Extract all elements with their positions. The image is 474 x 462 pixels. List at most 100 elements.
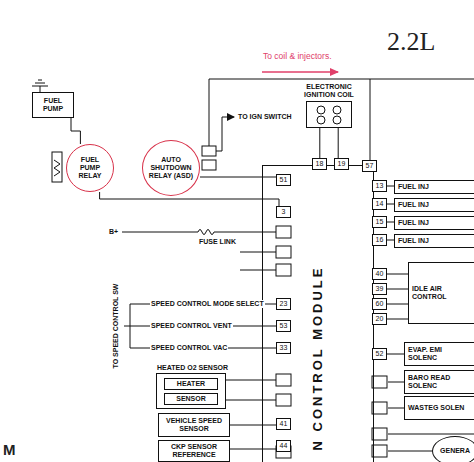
note-text: To coil & injectors. xyxy=(262,52,333,61)
wire-connector xyxy=(319,128,320,158)
pin-number: 51 xyxy=(280,176,288,184)
pin-number: 16 xyxy=(376,236,384,244)
signal-name: SPEED CONTROL VAC xyxy=(150,344,228,352)
relay-contact xyxy=(202,160,216,170)
signal-name: SPEED CONTROL MODE SELECT xyxy=(150,300,265,308)
pin-number: 57 xyxy=(366,162,374,170)
injector-box: FUEL INJ xyxy=(394,234,474,248)
pin-number: 57 xyxy=(362,160,377,172)
pin57-wire xyxy=(370,79,371,160)
relay-callout: FUEL PUMP RELAY xyxy=(66,144,114,192)
pin-number: 33 xyxy=(276,342,291,354)
pink-arrow xyxy=(262,71,338,73)
pin-number: 41 xyxy=(280,420,288,428)
solenoid-box: EVAP. EMI SOLENC xyxy=(404,342,474,366)
component-label: IDLE AIR CONTROL xyxy=(412,285,471,301)
battery-wire xyxy=(122,232,276,233)
wires xyxy=(32,79,474,451)
fuse-link xyxy=(198,230,214,235)
component-label: EVAP. EMI SOLENC xyxy=(408,346,471,362)
wire-label: TO IGN SWITCH xyxy=(237,113,293,121)
component-label: FUEL PUMP RELAY xyxy=(71,156,109,179)
pin-number: 39 xyxy=(372,283,387,295)
wire-connector xyxy=(387,204,394,205)
pin-number: 60 xyxy=(376,300,384,308)
wire-connector xyxy=(338,128,339,158)
pin-number: 41 xyxy=(276,418,291,430)
sensor-element: SENSOR xyxy=(164,393,218,405)
generator-symbol: GENERA xyxy=(432,436,474,462)
solenoid-box: WASTEG SOLEN xyxy=(404,396,474,420)
pin-number: 52 xyxy=(372,348,387,360)
sensor-box: CKP SENSOR REFERENCE xyxy=(158,440,230,462)
relay-winding xyxy=(54,160,60,176)
relay-callout: AUTO SHUTDOWN RELAY (ASD) xyxy=(142,140,200,196)
pin-number: 53 xyxy=(276,320,291,332)
wire-connector xyxy=(387,186,394,187)
pin-number: 15 xyxy=(372,216,387,228)
component-label: FUEL PUMP xyxy=(33,97,73,113)
injector-box: FUEL INJ xyxy=(394,198,474,212)
pin-number: 44 xyxy=(280,442,288,450)
pin-number: 40 xyxy=(372,268,387,280)
wire-connector xyxy=(71,118,80,144)
pin-number: 40 xyxy=(376,270,384,278)
relay-coil xyxy=(52,152,62,182)
signal-name: SPEED CONTROL VENT xyxy=(150,322,233,330)
component-label: WASTEG SOLEN xyxy=(408,404,464,412)
pin-number: 39 xyxy=(376,285,384,293)
pin-number: 23 xyxy=(276,298,291,310)
engine-label: 2.2L xyxy=(386,28,436,57)
pin-number: 16 xyxy=(372,234,387,246)
wire-label: FUSE LINK xyxy=(198,238,237,246)
pin-number: 3 xyxy=(282,208,286,216)
unlabeled-pins xyxy=(276,226,387,458)
component-label: FUEL INJ xyxy=(398,201,429,209)
pin-number: 13 xyxy=(372,180,387,192)
component-label: FUEL INJ xyxy=(398,237,429,245)
signal-name: TO SPEED CONTROL SW xyxy=(112,283,120,370)
component-label: FUEL INJ xyxy=(398,183,429,191)
ign-arrow xyxy=(222,117,234,118)
injector-box: FUEL INJ xyxy=(394,180,474,194)
pin-number: 23 xyxy=(280,300,288,308)
component-heading: ELECTRONIC IGNITION COIL xyxy=(293,83,365,99)
sensor-box: VEHICLE SPEED SENSOR xyxy=(158,413,230,437)
pin-wire xyxy=(240,252,276,270)
wire-connector xyxy=(387,240,394,241)
pin-number: 18 xyxy=(312,158,327,170)
page-letter: M xyxy=(2,442,17,459)
module-title: N CONTROL MODULE xyxy=(311,266,326,451)
component-label: SENSOR xyxy=(176,395,206,403)
wire-connector xyxy=(387,222,394,223)
component-label: VEHICLE SPEED SENSOR xyxy=(159,417,229,433)
pin-number: 14 xyxy=(376,200,384,208)
component-label: CKP SENSOR REFERENCE xyxy=(159,443,229,459)
pin-number: 52 xyxy=(376,350,384,358)
asd-tap xyxy=(209,79,210,146)
pin-number: 19 xyxy=(334,158,349,170)
wire-connector xyxy=(230,425,276,426)
component-label: HEATER xyxy=(177,380,205,388)
pin-number: 18 xyxy=(316,160,324,168)
sensor-element: HEATER xyxy=(164,378,218,390)
pin-number: 3 xyxy=(276,206,291,218)
o2-wires xyxy=(226,380,276,400)
coil-towers xyxy=(307,102,351,127)
pin-number: 53 xyxy=(280,322,288,330)
speed-control-wires xyxy=(124,304,276,348)
pin-number: 13 xyxy=(376,182,384,190)
component-label: AUTO SHUTDOWN RELAY (ASD) xyxy=(147,156,195,179)
actuator-box: IDLE AIR CONTROL xyxy=(408,262,474,324)
pin-number: 14 xyxy=(372,198,387,210)
wire-connector xyxy=(200,177,276,178)
ign-wire xyxy=(216,117,222,151)
injector-box: FUEL INJ xyxy=(394,216,474,230)
feed-wire xyxy=(209,79,474,80)
pin-number: 15 xyxy=(376,218,384,226)
pin-number: 33 xyxy=(280,344,288,352)
pin-number: 60 xyxy=(372,298,387,310)
relay-coil xyxy=(202,146,216,156)
